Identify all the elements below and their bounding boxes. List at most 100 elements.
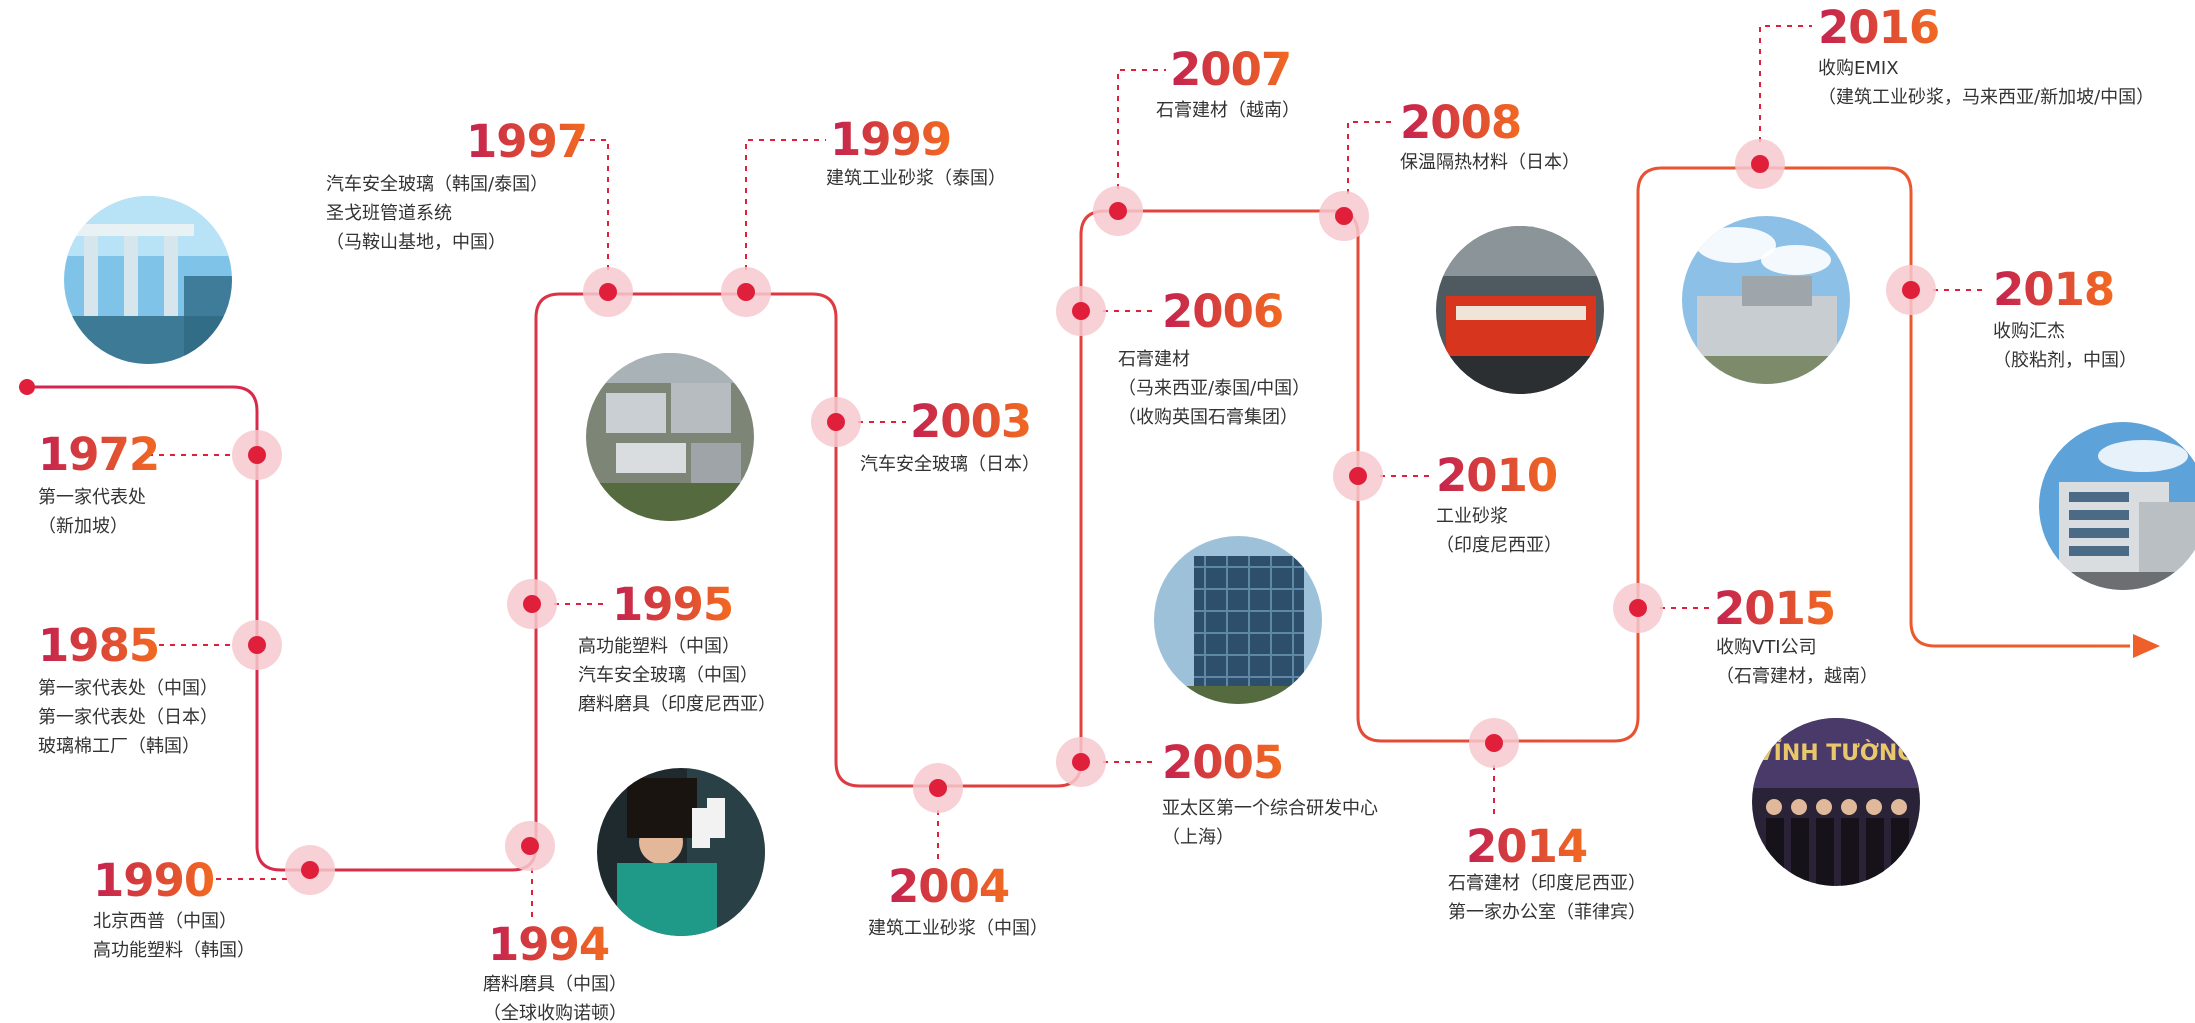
description-line: （上海） bbox=[1162, 827, 1234, 848]
year-label-1995: 1995 bbox=[612, 578, 733, 631]
milestone-2010: 2010 工业砂浆 （印度尼西亚） bbox=[1333, 449, 1562, 556]
description-line: 亚太区第一个综合研发中心 bbox=[1162, 798, 1378, 819]
description-line: 第一家代表处（中国） bbox=[38, 678, 218, 699]
description-line: 高功能塑料（韩国） bbox=[93, 940, 255, 961]
photo-worker bbox=[597, 768, 765, 936]
node-2005 bbox=[1072, 753, 1090, 771]
photo-train bbox=[1436, 226, 1604, 394]
year-label-1997: 1997 bbox=[466, 115, 587, 168]
description-line: 汽车安全玻璃（韩国/泰国） bbox=[326, 174, 548, 195]
node-2010 bbox=[1349, 467, 1367, 485]
connector-2016 bbox=[1759, 25, 1812, 142]
description-line: （印度尼西亚） bbox=[1436, 535, 1562, 556]
description-line: 收购VTI公司 bbox=[1716, 637, 1817, 658]
node-1995 bbox=[523, 595, 541, 613]
description-line: 汽车安全玻璃（中国） bbox=[578, 665, 758, 686]
milestone-2004: 2004 建筑工业砂浆（中国） bbox=[868, 763, 1048, 939]
description-line: （马来西亚/泰国/中国） bbox=[1118, 378, 1310, 399]
milestone-2007: 2007 石膏建材（越南） bbox=[1093, 43, 1300, 236]
node-1997 bbox=[599, 283, 617, 301]
description-line: （胶粘剂，中国） bbox=[1993, 350, 2137, 371]
photo-glass-building bbox=[1154, 536, 1322, 704]
timeline-start-dot bbox=[19, 379, 35, 395]
description-line: （石膏建材，越南） bbox=[1716, 665, 1878, 687]
node-2004 bbox=[929, 779, 947, 797]
description-line: （马鞍山基地，中国） bbox=[326, 232, 506, 253]
description-line: 石膏建材 bbox=[1118, 348, 1190, 370]
node-2018 bbox=[1902, 281, 1920, 299]
year-label-2007: 2007 bbox=[1170, 43, 1291, 96]
milestone-1997: 1997 汽车安全玻璃（韩国/泰国） 圣戈班管道系统 （马鞍山基地，中国） bbox=[326, 115, 633, 317]
node-2016 bbox=[1751, 155, 1769, 173]
description-line: 第一家办公室（菲律宾） bbox=[1448, 902, 1646, 923]
node-1999 bbox=[737, 283, 755, 301]
milestone-2003: 2003 汽车安全玻璃（日本） bbox=[811, 395, 1040, 475]
description-line: 第一家代表处（日本） bbox=[38, 707, 218, 728]
timeline-arrowhead bbox=[2133, 634, 2160, 658]
year-label-1990: 1990 bbox=[93, 854, 214, 907]
year-label-1994: 1994 bbox=[488, 918, 609, 971]
description-line: （新加坡） bbox=[38, 516, 128, 537]
description-line: 玻璃棉工厂（韩国） bbox=[38, 736, 200, 757]
milestone-2006: 2006 石膏建材 （马来西亚/泰国/中国） （收购英国石膏集团） bbox=[1056, 285, 1310, 428]
description-line: 汽车安全玻璃（日本） bbox=[860, 454, 1040, 475]
description-line: 磨料磨具（印度尼西亚） bbox=[578, 694, 776, 715]
year-label-1972: 1972 bbox=[38, 428, 159, 481]
description-line: 石膏建材（印度尼西亚） bbox=[1448, 872, 1646, 894]
description-line: 北京西普（中国） bbox=[93, 911, 237, 932]
photo-factory-aerial bbox=[586, 353, 754, 521]
node-1994 bbox=[521, 837, 539, 855]
year-label-2014: 2014 bbox=[1466, 820, 1587, 873]
node-2007 bbox=[1109, 202, 1127, 220]
description-line: 收购汇杰 bbox=[1993, 321, 2065, 342]
year-label-2016: 2016 bbox=[1818, 1, 1939, 54]
node-2008 bbox=[1335, 207, 1353, 225]
description-line: 石膏建材（越南） bbox=[1156, 99, 1300, 121]
year-label-1999: 1999 bbox=[830, 113, 951, 166]
milestone-2008: 2008 保温隔热材料（日本） bbox=[1319, 96, 1580, 241]
node-2006 bbox=[1072, 302, 1090, 320]
node-1990 bbox=[301, 861, 319, 879]
milestone-1985: 1985 第一家代表处（中国） 第一家代表处（日本） 玻璃棉工厂（韩国） bbox=[38, 619, 282, 757]
milestone-1972: 1972 第一家代表处 （新加坡） bbox=[38, 428, 282, 537]
year-label-2018: 2018 bbox=[1993, 263, 2114, 316]
connector-2008 bbox=[1347, 121, 1396, 194]
milestone-2018: 2018 收购汇杰 （胶粘剂，中国） bbox=[1886, 263, 2137, 371]
node-1972 bbox=[248, 446, 266, 464]
description-line: （全球收购诺顿） bbox=[483, 1003, 627, 1023]
milestone-1990: 1990 北京西普（中国） 高功能塑料（韩国） bbox=[93, 845, 335, 961]
description-line: 保温隔热材料（日本） bbox=[1400, 152, 1580, 173]
milestone-1994: 1994 磨料磨具（中国） （全球收购诺顿） bbox=[483, 821, 627, 1023]
photo-office bbox=[2039, 422, 2195, 590]
year-label-2008: 2008 bbox=[1400, 96, 1521, 149]
node-1985 bbox=[248, 636, 266, 654]
description-line: 磨料磨具（中国） bbox=[483, 974, 627, 995]
description-line: 第一家代表处 bbox=[38, 487, 146, 508]
node-2014 bbox=[1485, 734, 1503, 752]
year-label-2010: 2010 bbox=[1436, 449, 1557, 502]
year-label-1985: 1985 bbox=[38, 619, 159, 672]
year-label-2003: 2003 bbox=[910, 395, 1031, 448]
description-line: 圣戈班管道系统 bbox=[326, 203, 452, 224]
node-2015 bbox=[1629, 599, 1647, 617]
year-label-2006: 2006 bbox=[1162, 285, 1283, 338]
node-2003 bbox=[827, 413, 845, 431]
description-line: （收购英国石膏集团） bbox=[1118, 406, 1298, 428]
year-label-2015: 2015 bbox=[1714, 582, 1835, 635]
svg-text:VĨNH TƯỜNG: VĨNH TƯỜNG bbox=[1757, 740, 1916, 766]
photo-ceremony: VĨNH TƯỜNG bbox=[1752, 718, 1920, 886]
description-line: 工业砂浆 bbox=[1436, 506, 1508, 527]
description-line: 收购EMIX bbox=[1818, 58, 1899, 79]
year-label-2004: 2004 bbox=[888, 860, 1009, 913]
description-line: 建筑工业砂浆（中国） bbox=[868, 918, 1048, 939]
connector-1999 bbox=[745, 139, 826, 270]
photo-marina-bay bbox=[64, 196, 232, 364]
photo-plant bbox=[1682, 216, 1850, 384]
